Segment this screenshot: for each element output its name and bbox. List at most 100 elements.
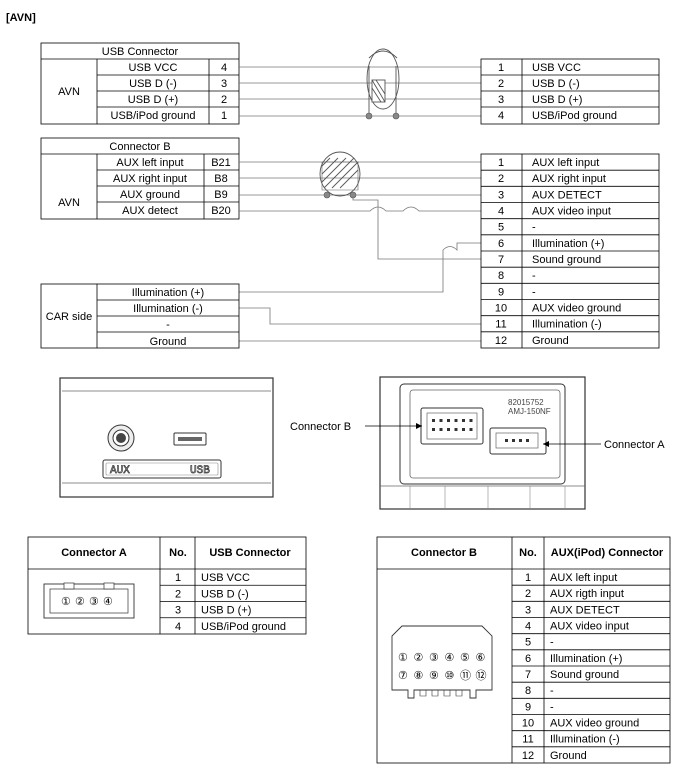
- connector-b-block: Connector B AVN AUX left input AUX right…: [40, 137, 240, 220]
- table-b-row-label: AUX video input: [550, 621, 629, 633]
- connector-b-pin: ④: [445, 652, 455, 664]
- usb-row-label: USB VCC: [129, 62, 178, 74]
- socket-pin-icon: [519, 439, 522, 442]
- table-b-row-label: Sound ground: [550, 669, 619, 681]
- table-b-row-label: Ground: [550, 750, 587, 762]
- table-b-row-no: 3: [525, 604, 531, 616]
- connb-right-no: 3: [498, 189, 504, 201]
- table-a-header-usb: USB Connector: [209, 547, 291, 559]
- connb-right-label: AUX video ground: [532, 303, 621, 315]
- connector-b-pin: ②: [414, 652, 424, 664]
- connector-photo-illustration: 82015752 AMJ-150NF: [379, 376, 586, 510]
- table-b-header-aux: AUX(iPod) Connector: [551, 547, 664, 559]
- connb-right-label: -: [532, 286, 536, 298]
- table-a-row-label: USB D (+): [201, 605, 251, 617]
- part-number-line2: AMJ-150NF: [508, 407, 551, 416]
- connector-b-pin: ⑩: [445, 670, 455, 682]
- table-b-row-no: 4: [525, 621, 531, 633]
- connector-a-pin: ③: [89, 596, 99, 608]
- usb-row-label: USB D (-): [129, 78, 177, 90]
- usb-right-no: 4: [498, 110, 504, 122]
- table-b-row-no: 12: [522, 750, 534, 762]
- connector-b-pin: ⑫: [476, 669, 487, 682]
- table-b-row-no: 6: [525, 653, 531, 665]
- usb-block-title: USB Connector: [102, 46, 179, 58]
- table-b-row-no: 5: [525, 637, 531, 649]
- connector-b-pin: ⑤: [460, 652, 470, 664]
- socket-pin-icon: [432, 419, 435, 422]
- connb-right-label: AUX video input: [532, 206, 611, 218]
- connb-right-no: 4: [498, 206, 504, 218]
- connector-b-pin: ⑦: [398, 670, 408, 682]
- connb-right-label: Illumination (-): [532, 319, 602, 331]
- socket-pin-icon: [447, 419, 450, 422]
- connector-a-pin: ④: [103, 596, 113, 608]
- connb-row-pin: B9: [214, 189, 227, 201]
- table-a-row-label: USB D (-): [201, 588, 249, 600]
- connb-row-pin: B21: [211, 157, 231, 169]
- table-b-header-connector: Connector B: [411, 547, 477, 559]
- usb-right-table: 1 2 3 4 USB VCC USB D (-) USB D (+) USB/…: [480, 58, 660, 125]
- connb-right-label: -: [532, 270, 536, 282]
- socket-pin-icon: [469, 428, 473, 431]
- table-b-row-no: 1: [525, 572, 531, 584]
- table-b-row-no: 2: [525, 588, 531, 600]
- table-b-row-label: AUX video ground: [550, 718, 639, 730]
- table-a-row-no: 1: [175, 572, 181, 584]
- usb-row-pin: 3: [221, 78, 227, 90]
- connector-b-pin: ⑪: [460, 669, 471, 682]
- connb-right-no: 10: [495, 303, 507, 315]
- connector-b-pin: ⑨: [429, 670, 439, 682]
- callout-connector-b: Connector B: [290, 421, 351, 433]
- connb-row-pin: B8: [214, 173, 227, 185]
- connb-row-label: AUX left input: [116, 157, 183, 169]
- usb-right-no: 2: [498, 78, 504, 90]
- socket-pin-icon: [439, 428, 443, 431]
- table-b-row-no: 10: [522, 718, 534, 730]
- table-a-header-connector: Connector A: [61, 547, 127, 559]
- connector-a-pin: ①: [61, 596, 71, 608]
- socket-pin-icon: [432, 428, 435, 431]
- connector-b-wires: [239, 161, 481, 342]
- connb-right-label: Ground: [532, 335, 569, 347]
- table-b-row-no: 7: [525, 669, 531, 681]
- callout-connector-a: Connector A: [604, 439, 665, 451]
- usb-block-side: AVN: [58, 86, 80, 98]
- table-b-row-label: -: [550, 701, 554, 713]
- connb-right-no: 8: [498, 270, 504, 282]
- usb-row-label: USB/iPod ground: [111, 110, 196, 122]
- connector-a-pin-diagram: [43, 583, 135, 619]
- connb-right-label: AUX left input: [532, 157, 599, 169]
- usb-row-pin: 4: [221, 62, 227, 74]
- connector-b-pin: ①: [398, 652, 408, 664]
- connb-right-label: Sound ground: [532, 254, 601, 266]
- socket-pin-icon: [505, 439, 508, 442]
- car-side-label: CAR side: [46, 311, 92, 323]
- usb-row-pin: 2: [221, 94, 227, 106]
- connb-right-no: 7: [498, 254, 504, 266]
- table-b-row-label: AUX left input: [550, 572, 617, 584]
- usb-connector-block: USB Connector AVN USB VCC USB D (-) USB …: [40, 42, 240, 125]
- connector-b-socket: [420, 407, 484, 445]
- car-row-label: -: [166, 319, 170, 331]
- table-b-row-no: 8: [525, 685, 531, 697]
- socket-pin-icon: [462, 428, 465, 431]
- table-a-row-no: 3: [175, 605, 181, 617]
- table-b-row-label: Illumination (+): [550, 653, 622, 665]
- connector-b-pin-diagram: [391, 625, 493, 699]
- table-a-header-no: No.: [169, 547, 187, 559]
- table-b-row-label: Illumination (-): [550, 734, 620, 746]
- panel-usb-label: USB: [190, 465, 210, 477]
- connector-b-pin: ⑥: [476, 652, 486, 664]
- table-a-row-no: 4: [175, 621, 181, 633]
- table-b-row-label: -: [550, 685, 554, 697]
- car-row-label: Ground: [150, 336, 187, 348]
- usb-right-label: USB D (+): [532, 94, 582, 106]
- usb-row-label: USB D (+): [128, 94, 178, 106]
- table-a-row-label: USB VCC: [201, 572, 250, 584]
- connector-a-pin: ②: [75, 596, 85, 608]
- car-row-label: Illumination (-): [133, 303, 203, 315]
- socket-pin-icon: [454, 428, 458, 431]
- page-title: [AVN]: [6, 12, 36, 24]
